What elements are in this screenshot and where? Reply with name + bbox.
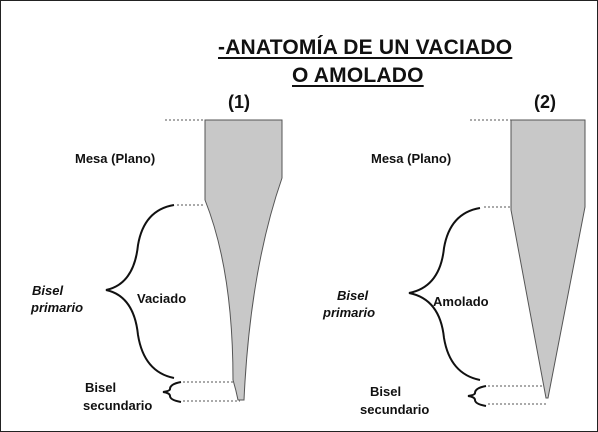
left-number-label: (1) [228,92,250,112]
title-line-2: O AMOLADO [292,64,424,87]
title-line-1: -ANATOMÍA DE UN VACIADO [218,36,513,59]
right-middle-label-amolado: Amolado [433,294,489,309]
right-bisel-secundario-line2: secundario [360,402,430,417]
right-bisel-secundario-line1: Bisel [370,384,402,399]
blade-right-amolado [510,119,586,399]
brace-secondary-right [467,385,487,407]
right-number-label: (2) [534,92,556,112]
left-mesa-label: Mesa (Plano) [75,151,156,166]
brace-secondary-left [162,381,182,403]
left-bisel-primario-line2: primario [31,300,84,315]
left-bisel-secundario-line1: Bisel [85,380,117,395]
brace-primary-left [105,204,175,379]
right-bisel-primario-line2: primario [323,305,376,320]
left-bisel-primario-line1: Bisel [32,283,64,298]
left-middle-label-vaciado: Vaciado [137,291,187,306]
left-bisel-secundario-line2: secundario [83,398,153,413]
right-mesa-label: Mesa (Plano) [371,151,452,166]
blade-left-vaciado [204,119,283,401]
brace-primary-right [408,207,481,381]
right-bisel-primario-line1: Bisel [337,288,369,303]
